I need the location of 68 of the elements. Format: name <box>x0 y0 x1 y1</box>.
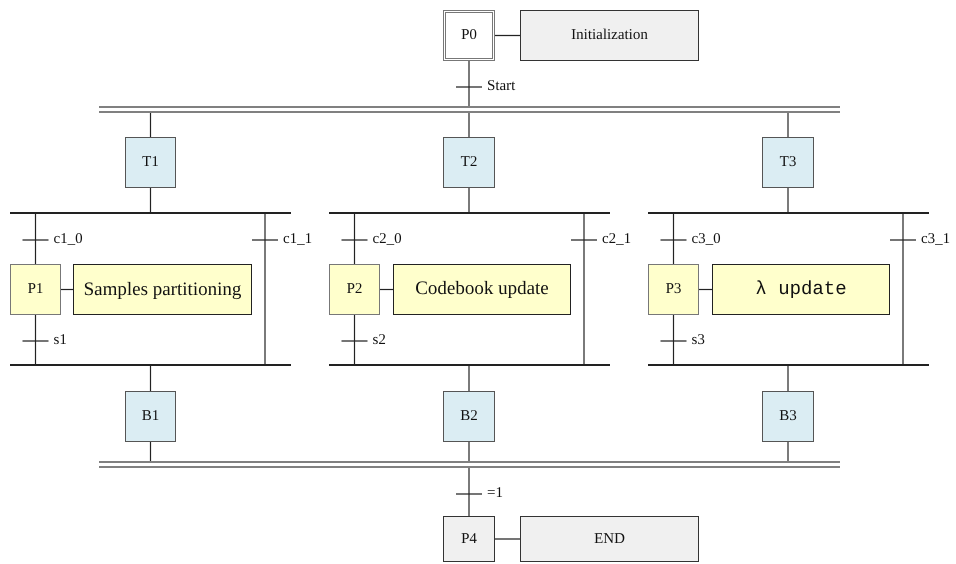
action-box <box>73 264 252 315</box>
action-box <box>712 264 890 315</box>
connector-line <box>787 113 789 137</box>
edge-label: c3_1 <box>921 230 950 248</box>
step-label: B2 <box>459 407 479 426</box>
step-box <box>443 391 495 442</box>
action-box <box>443 516 495 562</box>
parallel-bar <box>99 461 840 468</box>
step-label: P2 <box>346 280 364 300</box>
connector-line <box>468 113 470 137</box>
connector-line <box>354 315 356 364</box>
connector-line <box>902 214 904 364</box>
connector-line <box>672 315 674 364</box>
connector-line <box>672 214 674 264</box>
connector-line <box>61 288 73 290</box>
connector-line <box>34 214 36 264</box>
connector-line <box>468 188 470 212</box>
step-label: T2 <box>460 153 478 172</box>
connector-line <box>150 188 152 212</box>
connector-line <box>468 442 470 461</box>
connector-line <box>150 442 152 461</box>
edge-label: c1_0 <box>54 230 83 248</box>
step-label: Codebook update <box>414 277 550 302</box>
action-box <box>520 516 699 562</box>
connector-line <box>468 61 470 106</box>
connector-line <box>787 442 789 461</box>
initial-step-box <box>443 10 495 61</box>
connector-line <box>495 34 520 36</box>
connector-line <box>787 366 789 391</box>
step-box <box>443 137 495 188</box>
step-box <box>762 137 814 188</box>
step-label: P4 <box>460 530 478 549</box>
step-label: T3 <box>778 153 798 172</box>
connector-line <box>150 366 152 391</box>
connector-line <box>583 214 585 364</box>
step-label: P3 <box>664 280 682 300</box>
connector-line <box>468 468 470 516</box>
connector-line <box>150 113 152 137</box>
connector-line <box>34 315 36 364</box>
step-label: P0 <box>460 26 478 46</box>
parallel-bar <box>99 106 840 113</box>
step-box <box>10 264 61 315</box>
connector-line <box>264 214 266 364</box>
connector-line <box>354 214 356 264</box>
step-box <box>329 264 380 315</box>
connector-line <box>495 538 520 540</box>
step-label: B1 <box>140 407 160 426</box>
step-label: T1 <box>141 153 160 172</box>
edge-label: c3_0 <box>692 230 721 248</box>
step-label: Initialization <box>570 26 649 46</box>
step-box <box>125 137 176 188</box>
step-box <box>648 264 699 315</box>
step-box <box>762 391 814 442</box>
edge-label: c1_1 <box>283 230 312 248</box>
action-box <box>520 10 699 61</box>
edge-label: c2_1 <box>602 230 632 248</box>
step-label: Samples partitioning <box>82 278 242 300</box>
connector-line <box>380 288 393 290</box>
step-label: λ update <box>754 277 848 302</box>
action-box <box>393 264 571 315</box>
step-label: B3 <box>778 407 798 426</box>
step-box <box>125 391 176 442</box>
connector-line <box>468 366 470 391</box>
connector-line <box>787 188 789 212</box>
connector-line <box>699 288 712 290</box>
edge-label: c2_0 <box>372 230 402 248</box>
step-label: P1 <box>26 280 44 300</box>
step-label: END <box>593 530 626 549</box>
